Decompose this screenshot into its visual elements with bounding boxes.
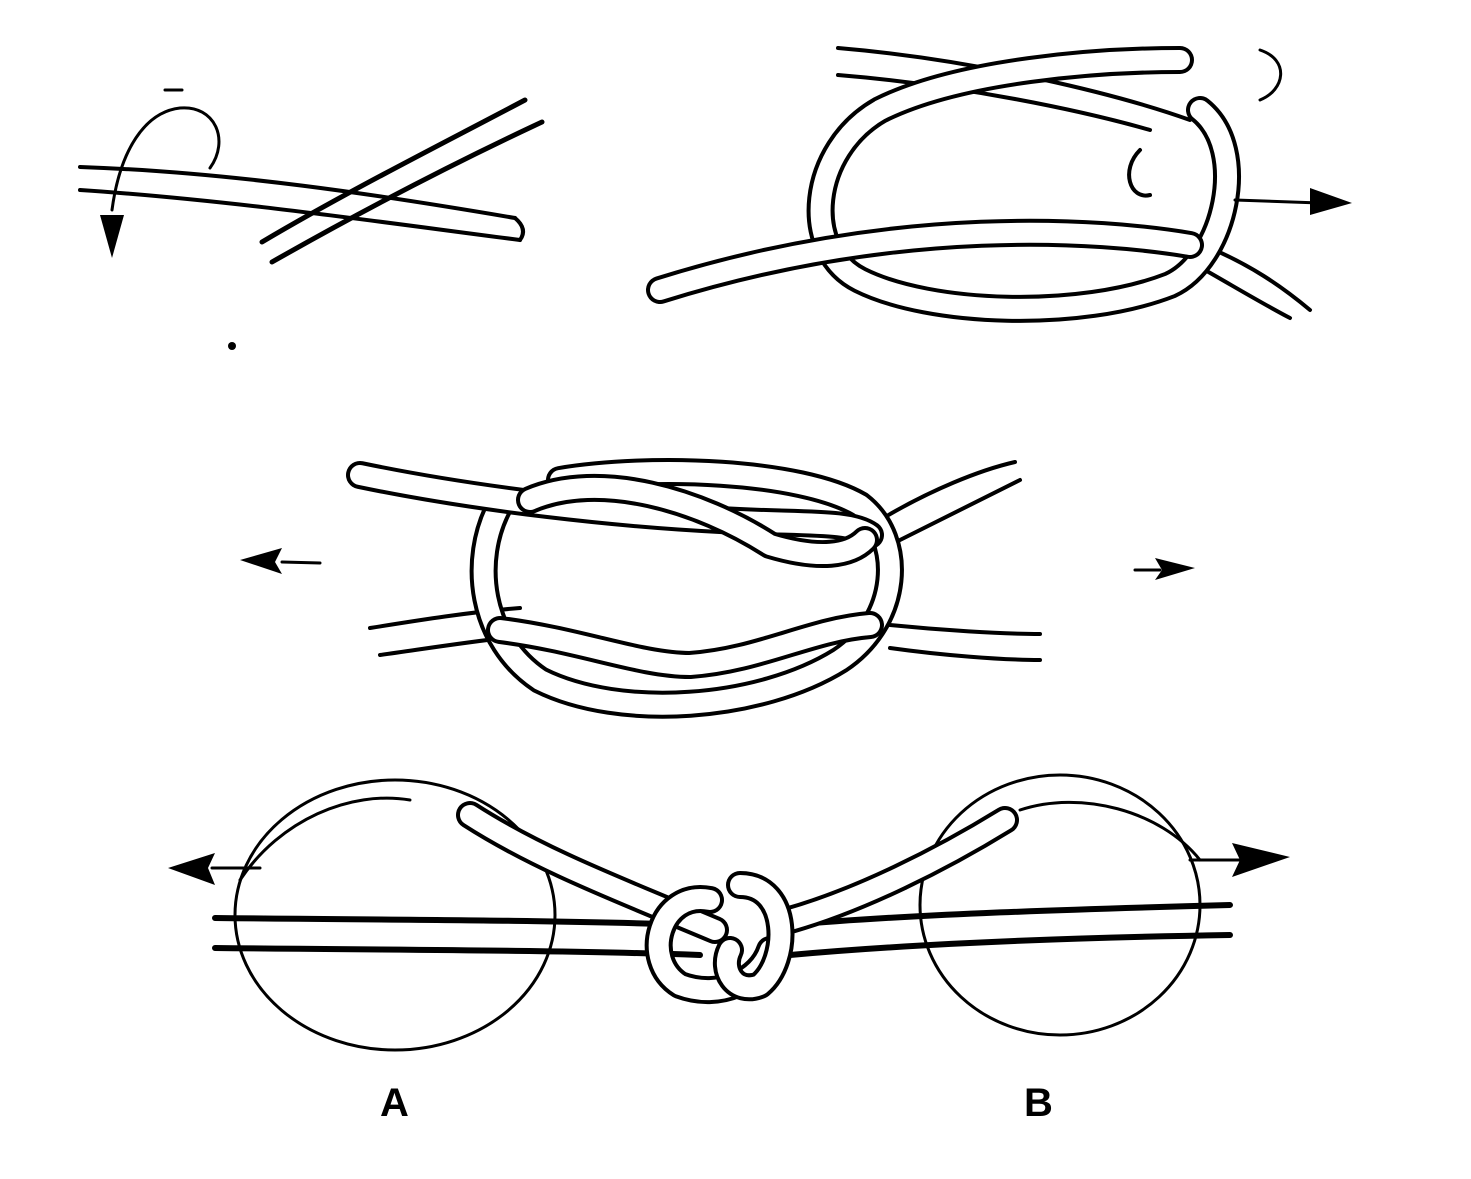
step-1-crossing-ends: [78, 88, 545, 350]
arrow-right-icon: [1310, 188, 1352, 215]
arrow-right-icon: [1155, 558, 1195, 580]
step-3-knot-forming: [240, 458, 1195, 719]
step-1-motion-loop: [110, 106, 221, 212]
step-4-finished-knot: [168, 773, 1290, 1052]
step-1-diagonal-rope: [259, 97, 545, 265]
step-1-horizontal-rope: [78, 165, 526, 242]
arrow-right-icon: [1232, 843, 1290, 877]
arrow-down-icon: [100, 215, 124, 258]
label-b: B: [1024, 1081, 1053, 1125]
arrow-left-icon: [168, 853, 215, 885]
step-2-loop: [646, 46, 1352, 323]
arrow-left-icon: [240, 548, 282, 574]
label-a: A: [380, 1081, 409, 1125]
circle-a: [233, 778, 557, 1052]
